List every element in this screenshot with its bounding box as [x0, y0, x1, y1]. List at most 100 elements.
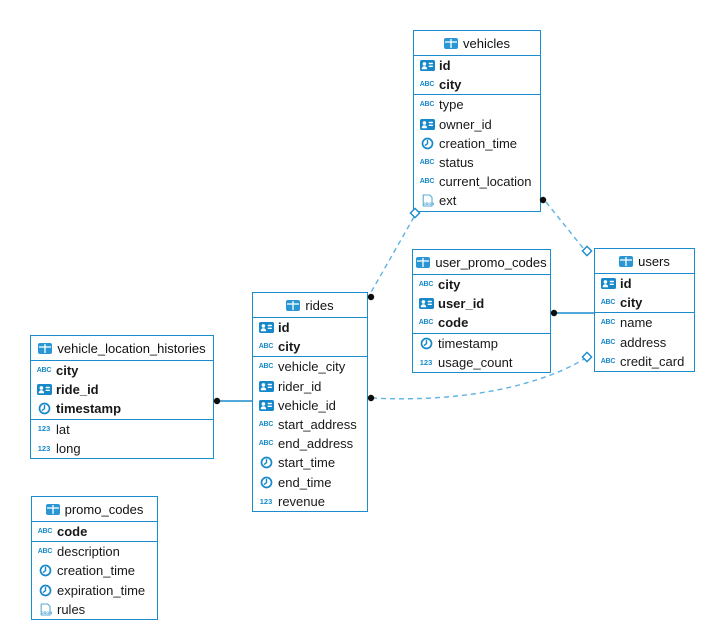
relationship-vehicle_location_histories-rides[interactable] — [213, 397, 252, 405]
relationship-user_promo_codes-users[interactable] — [550, 309, 594, 317]
field-label: lat — [56, 421, 70, 437]
key-section-divider — [253, 356, 367, 358]
field-row-vehicle_id[interactable]: vehicle_id — [253, 396, 367, 415]
id-badge-icon — [417, 298, 435, 310]
field-row-id[interactable]: id — [595, 274, 694, 293]
field-label: timestamp — [56, 401, 122, 417]
field-row-status[interactable]: ABC status — [414, 153, 540, 172]
field-label: current_location — [439, 174, 532, 190]
connection-diamond-endpoint — [581, 245, 593, 257]
field-row-city[interactable]: ABC city — [31, 361, 213, 380]
table-rows: ABC code ABC description creation_time e… — [32, 522, 157, 619]
id-badge-icon — [35, 384, 53, 396]
field-row-ext[interactable]: JSON ext — [414, 191, 540, 210]
field-row-rider_id[interactable]: rider_id — [253, 377, 367, 396]
field-label: user_id — [438, 296, 485, 312]
abc-text-icon: ABC — [258, 421, 274, 429]
field-row-address[interactable]: ABC address — [595, 333, 694, 352]
field-row-ride_id[interactable]: ride_id — [31, 380, 213, 399]
table-header[interactable]: user_promo_codes — [413, 250, 550, 275]
relationship-vehicles-users[interactable] — [539, 196, 593, 257]
field-row-start_time[interactable]: start_time — [253, 453, 367, 472]
abc-text-icon: ABC — [37, 548, 53, 556]
table-users[interactable]: users id ABC city ABC name ABC address A… — [594, 248, 695, 372]
abc-text-icon: ABC — [600, 319, 616, 327]
table-rows: id ABC city ABC name ABC address ABC cre… — [595, 274, 694, 371]
table-rides[interactable]: rides id ABC city ABC vehicle_city rider… — [252, 292, 368, 512]
clock-icon — [417, 337, 435, 350]
field-row-usage_count[interactable]: 123 usage_count — [413, 353, 550, 372]
field-row-timestamp[interactable]: timestamp — [413, 334, 550, 353]
field-row-user_id[interactable]: user_id — [413, 294, 550, 313]
abc-text-icon: ABC — [419, 101, 435, 109]
table-rows: id ABC city ABC vehicle_city rider_id ve… — [253, 318, 367, 511]
field-row-id[interactable]: id — [414, 56, 540, 75]
field-label: city — [438, 277, 461, 293]
field-row-lat[interactable]: 123 lat — [31, 420, 213, 439]
relationship-line — [545, 201, 584, 249]
clock-icon — [36, 584, 54, 597]
svg-text:JSON: JSON — [423, 201, 434, 206]
table-header[interactable]: users — [595, 249, 694, 274]
field-label: rider_id — [278, 378, 322, 394]
field-row-code[interactable]: ABC code — [413, 313, 550, 332]
field-label: long — [56, 440, 81, 456]
id-badge-icon — [599, 278, 617, 290]
field-row-revenue[interactable]: 123 revenue — [253, 492, 367, 511]
field-row-type[interactable]: ABC type — [414, 95, 540, 114]
field-row-owner_id[interactable]: owner_id — [414, 115, 540, 134]
field-label: owner_id — [439, 116, 492, 132]
field-row-long[interactable]: 123 long — [31, 439, 213, 458]
field-row-end_address[interactable]: ABC end_address — [253, 434, 367, 453]
field-row-city[interactable]: ABC city — [413, 275, 550, 294]
field-row-vehicle_city[interactable]: ABC vehicle_city — [253, 357, 367, 376]
field-row-city[interactable]: ABC city — [595, 293, 694, 312]
table-title: vehicles — [463, 35, 510, 51]
field-label: code — [438, 315, 469, 331]
table-title: promo_codes — [64, 501, 144, 517]
table-vehicle_location_histories[interactable]: vehicle_location_histories ABC city ride… — [30, 335, 214, 459]
table-promo_codes[interactable]: promo_codes ABC code ABC description cre… — [31, 496, 158, 620]
123-number-icon: 123 — [259, 496, 273, 506]
abc-text-icon: ABC — [258, 343, 274, 351]
field-row-current_location[interactable]: ABC current_location — [414, 172, 540, 191]
field-row-id[interactable]: id — [253, 318, 367, 337]
table-header[interactable]: vehicle_location_histories — [31, 336, 213, 361]
id-badge-icon — [418, 118, 436, 130]
clock-icon — [257, 456, 275, 469]
field-row-end_time[interactable]: end_time — [253, 473, 367, 492]
field-row-timestamp[interactable]: timestamp — [31, 399, 213, 418]
field-label: rules — [57, 601, 86, 617]
field-label: vehicle_city — [278, 359, 346, 375]
field-row-start_address[interactable]: ABC start_address — [253, 415, 367, 434]
field-row-description[interactable]: ABC description — [32, 542, 157, 561]
table-icon — [416, 256, 431, 268]
field-row-creation_time[interactable]: creation_time — [414, 134, 540, 153]
table-header[interactable]: promo_codes — [32, 497, 157, 522]
field-row-code[interactable]: ABC code — [32, 522, 157, 541]
field-row-name[interactable]: ABC name — [595, 313, 694, 332]
table-header[interactable]: vehicles — [414, 31, 540, 56]
table-header[interactable]: rides — [253, 293, 367, 318]
table-vehicles[interactable]: vehicles id ABC city ABC type owner_id c… — [413, 30, 541, 212]
connection-dot-endpoint — [367, 394, 375, 402]
field-label: credit_card — [620, 353, 685, 369]
field-label: status — [439, 155, 474, 171]
field-row-expiration_time[interactable]: expiration_time — [32, 581, 157, 600]
field-label: vehicle_id — [278, 397, 336, 413]
field-row-rules[interactable]: JSON rules — [32, 600, 157, 619]
table-icon — [45, 503, 60, 515]
abc-text-icon: ABC — [36, 367, 52, 375]
field-row-credit_card[interactable]: ABC credit_card — [595, 352, 694, 371]
field-label: end_address — [278, 436, 354, 452]
field-row-city[interactable]: ABC city — [253, 337, 367, 356]
table-user_promo_codes[interactable]: user_promo_codes ABC city user_id ABC co… — [412, 249, 551, 373]
field-label: creation_time — [439, 135, 518, 151]
field-row-city[interactable]: ABC city — [414, 75, 540, 94]
clock-icon — [257, 476, 275, 489]
connection-dot-endpoint — [213, 397, 221, 405]
field-row-creation_time[interactable]: creation_time — [32, 561, 157, 580]
abc-text-icon: ABC — [419, 159, 435, 167]
connection-diamond-endpoint — [581, 351, 593, 363]
field-label: city — [278, 339, 301, 355]
